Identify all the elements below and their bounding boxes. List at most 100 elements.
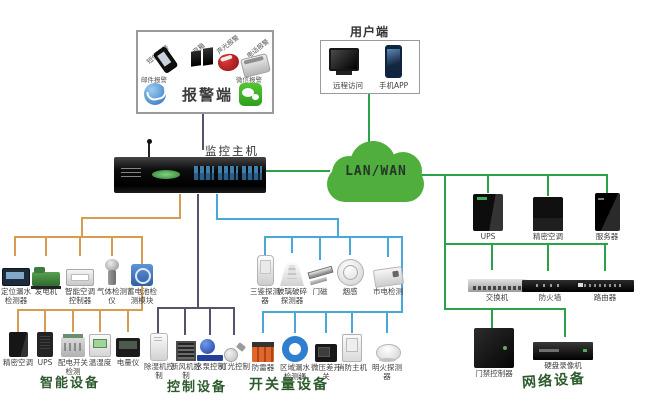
device-label: 定位漏水检测器 <box>1 287 31 305</box>
ethernet-ports-icon <box>218 166 238 180</box>
connector-line <box>387 238 389 257</box>
device-label: 配电开关检测 <box>58 358 88 376</box>
device-mains-monitor: 市电检测 <box>370 253 406 297</box>
device-label: 玻璃破碎探测器 <box>277 287 307 305</box>
connector-line <box>216 218 339 220</box>
user-item-label: 远程访问 <box>333 81 363 90</box>
connector-line <box>81 217 83 238</box>
mains-power-monitor-icon <box>372 266 404 288</box>
device-label: 电量仪 <box>116 358 140 367</box>
device-triple-tech-detector: 三鉴探测器 <box>247 253 283 305</box>
connector-line <box>157 307 235 309</box>
flame-detector-icon <box>375 344 401 362</box>
device-label: 微压差开关 <box>311 363 341 381</box>
device-firewall: 防火墙 <box>520 268 580 303</box>
user-panel-title: 用户端 <box>350 25 390 39</box>
device-label: UPS <box>37 358 53 367</box>
device-ups-tower: UPS <box>470 191 506 242</box>
light-bulb-icon <box>223 341 247 362</box>
connector-line <box>45 238 47 256</box>
fresh-air-fan-icon <box>176 341 196 361</box>
device-precision-ac-unit: 精密空调 <box>530 191 566 242</box>
monitoring-host-device <box>114 139 266 194</box>
alarm-item-label: 邮件报警 <box>141 76 167 84</box>
connector-line <box>127 311 129 332</box>
desktop-computer-icon <box>329 48 367 78</box>
device-temp-humidity: 温湿度 <box>82 331 118 368</box>
device-surge-protector: 防雷器 <box>245 331 281 373</box>
group-label-network-devices: 网络设备 <box>521 370 587 392</box>
device-label: UPS <box>480 232 496 241</box>
fire-alarm-host-icon <box>342 334 362 362</box>
connector-line <box>294 313 296 333</box>
water-pump-icon <box>197 339 223 361</box>
motion-detector-icon <box>256 255 274 286</box>
antenna-icon <box>146 139 152 158</box>
connector-line <box>216 194 218 220</box>
water-leak-locator-icon <box>2 268 30 286</box>
device-door-magnet: 门磁 <box>302 253 338 297</box>
device-pump-control: 水泵控制 <box>192 333 228 372</box>
connector-line <box>444 174 446 310</box>
connector-line <box>547 245 549 271</box>
sms-alarm-phone-icon <box>152 45 179 75</box>
device-label: 烟感 <box>342 287 358 296</box>
connector-line <box>262 313 264 333</box>
surge-protector-icon <box>252 342 274 362</box>
connector-line <box>349 238 351 255</box>
device-label: 除湿机控制 <box>144 362 174 380</box>
device-label: 路由器 <box>593 293 617 302</box>
connector-line <box>17 309 143 311</box>
device-dehumidifier-control: 除湿机控制 <box>141 333 177 380</box>
connector-line <box>14 236 143 238</box>
sound-light-alarm-icon <box>216 52 241 73</box>
user-item-label: 手机APP <box>379 81 409 90</box>
connector-line <box>487 176 489 193</box>
connector-line <box>179 194 181 219</box>
connector-line <box>184 309 186 335</box>
device-gas-detector: 气体检测仪 <box>94 254 130 305</box>
connector-line <box>337 218 339 238</box>
connector-line <box>351 313 353 333</box>
device-access-controller: 门禁控制器 <box>472 328 516 379</box>
dvr-icon <box>533 342 593 360</box>
device-label: 门磁 <box>312 287 328 296</box>
battery-monitor-module-icon <box>131 264 153 286</box>
network-switch-icon <box>468 279 526 292</box>
device-label: 门禁控制器 <box>475 369 513 378</box>
connector-line <box>79 238 81 256</box>
ups-tower-icon <box>473 194 503 231</box>
device-flame-detector: 明火探测器 <box>369 331 405 381</box>
connector-line <box>386 313 388 333</box>
device-precision-ac: 精密空调 <box>0 331 36 368</box>
mobile-app-item: 手机APP <box>379 45 408 91</box>
connector-line <box>606 176 608 193</box>
door-magnet-icon <box>307 267 333 286</box>
device-power-switch-monitor: 配电开关检测 <box>55 331 91 376</box>
connector-line <box>99 311 101 332</box>
alarm-panel-title: 报警端 <box>182 86 234 104</box>
device-fire-alarm-host: 消防主机 <box>334 331 370 373</box>
group-label-smart-devices: 智能设备 <box>40 376 101 391</box>
device-label: 智能空调控制器 <box>65 287 95 305</box>
connector-line <box>319 238 321 260</box>
device-label: 交换机 <box>485 293 509 302</box>
connector-line <box>491 310 493 329</box>
smartphone-icon <box>385 45 403 78</box>
connector-line <box>14 238 16 256</box>
ethernet-ports-icon <box>242 166 262 180</box>
device-label: 消防主机 <box>337 363 367 372</box>
host-led-panel <box>121 168 141 180</box>
device-label: 防雷器 <box>251 363 275 372</box>
connector-line <box>491 245 493 270</box>
generator-icon <box>31 267 61 289</box>
server-tower-icon <box>594 193 620 231</box>
device-smoke-detector: 烟感 <box>332 253 368 297</box>
device-label: 区域漏水检测绳 <box>280 363 310 381</box>
water-leak-rope-icon <box>282 336 308 362</box>
device-leak-locator: 定位漏水检测器 <box>0 254 34 305</box>
firewall-icon <box>522 280 578 292</box>
connector-line <box>604 245 606 271</box>
lan-wan-cloud: LAN/WAN <box>326 140 426 204</box>
device-label: 精密空调 <box>3 358 33 367</box>
